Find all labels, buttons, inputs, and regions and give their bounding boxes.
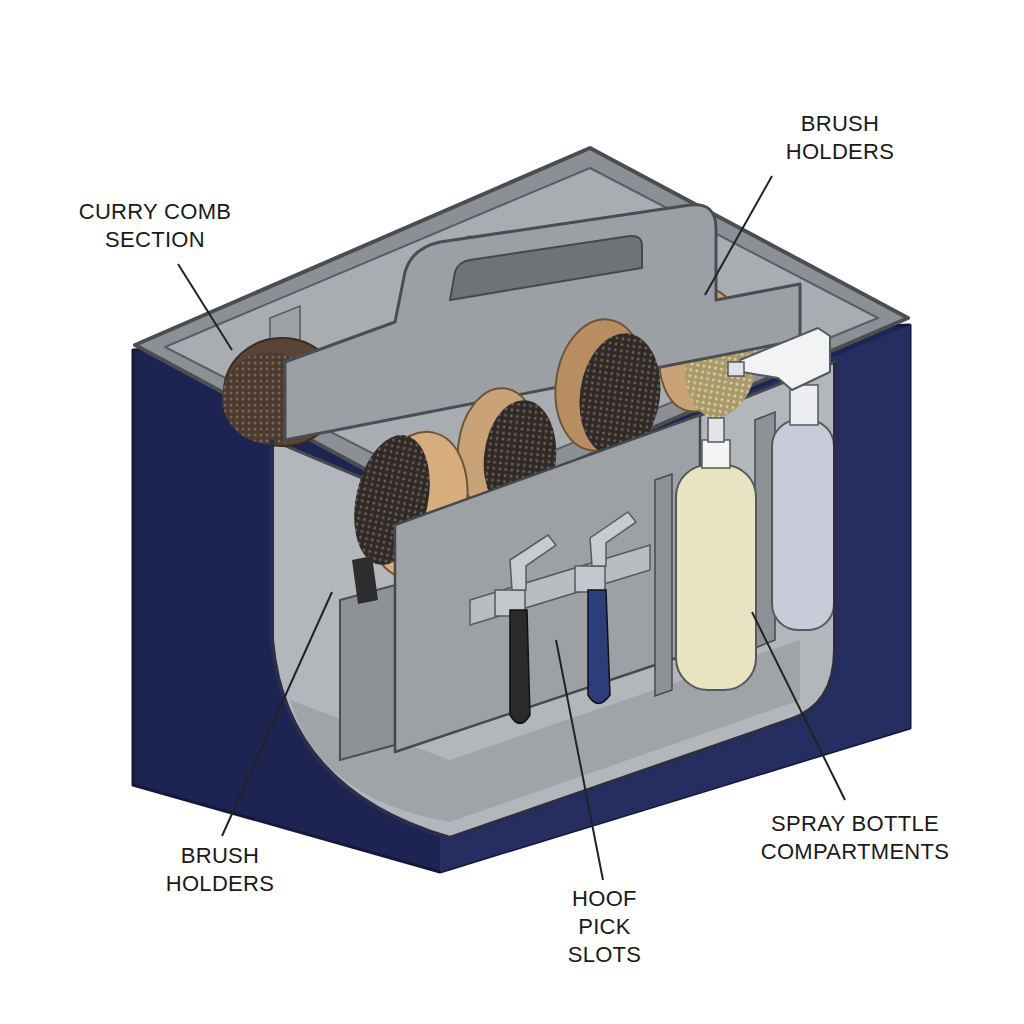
callout-label: BRUSH HOLDERS <box>760 110 920 166</box>
bottle <box>676 465 756 690</box>
leader-line <box>705 176 772 295</box>
leader-line <box>178 264 232 350</box>
leader-line <box>222 592 332 836</box>
cutaway-interior <box>272 362 835 838</box>
spray-nozzle <box>728 362 744 376</box>
spray-bottle-neck <box>790 385 818 425</box>
leader-line <box>556 640 603 880</box>
handle-slot <box>450 236 642 300</box>
brush-holder <box>340 585 395 760</box>
cut-edge <box>272 362 835 838</box>
pick-slot <box>575 566 605 592</box>
leader-line <box>752 612 845 800</box>
callout-label: BRUSH HOLDERS <box>140 842 300 898</box>
spray-bottle <box>772 420 834 630</box>
hoof-pick-hook <box>510 535 556 590</box>
spray-trigger <box>740 328 830 390</box>
hoof-pick <box>588 590 610 704</box>
bottle-pump <box>708 418 724 442</box>
hoof-pick-hook <box>590 512 636 566</box>
bottle-cap <box>702 440 730 468</box>
tote-body <box>133 325 910 872</box>
carry-handle <box>285 205 800 440</box>
brush-strap <box>352 556 378 604</box>
pick-rail <box>470 545 650 625</box>
bottle-divider <box>655 474 672 696</box>
front-divider <box>395 415 700 752</box>
hoof-pick <box>510 610 530 724</box>
callout-label: HOOF PICK SLOTS <box>562 885 647 969</box>
callout-label: SPRAY BOTTLE COMPARTMENTS <box>735 810 975 866</box>
callout-label: CURRY COMB SECTION <box>55 198 255 254</box>
